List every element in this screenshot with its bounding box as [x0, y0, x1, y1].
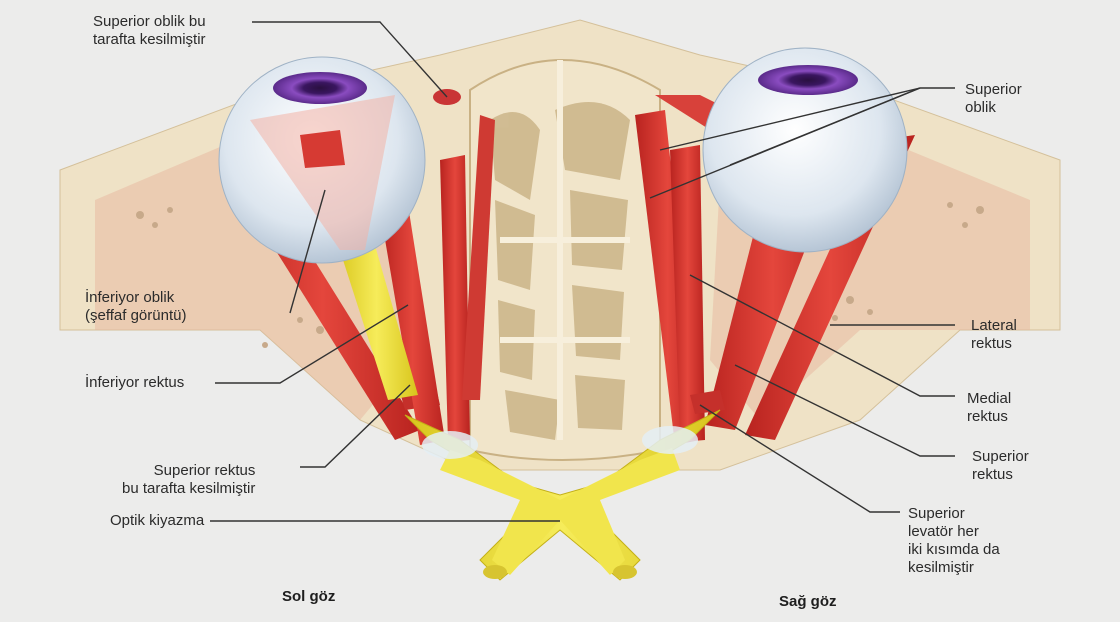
label-inferior-rectus: İnferiyor rektus — [85, 374, 184, 392]
label-medial-rectus: Medial rektus — [967, 390, 1011, 426]
caption-left-eye: Sol göz — [282, 588, 335, 605]
label-lateral-rectus: Lateral rektus — [971, 317, 1017, 353]
label-inferior-oblique: İnferiyor oblik (şeffaf görüntü) — [85, 289, 186, 325]
orbital-bone — [60, 20, 1060, 470]
label-superior-rectus-cut: Superior rektus bu tarafta kesilmiştir — [122, 462, 255, 498]
label-superior-oblique-cut: Superior oblik bu tarafta kesilmiştir — [93, 13, 206, 49]
label-optic-chiasm: Optik kiyazma — [110, 512, 204, 530]
label-levator: Superior levatör her iki kısımda da kesi… — [908, 505, 1000, 577]
label-superior-oblique: Superior oblik — [965, 81, 1022, 117]
left-eyeball — [219, 57, 425, 263]
right-eyeball — [703, 48, 907, 252]
caption-right-eye: Sağ göz — [779, 593, 837, 610]
label-superior-rectus: Superior rektus — [972, 448, 1029, 484]
